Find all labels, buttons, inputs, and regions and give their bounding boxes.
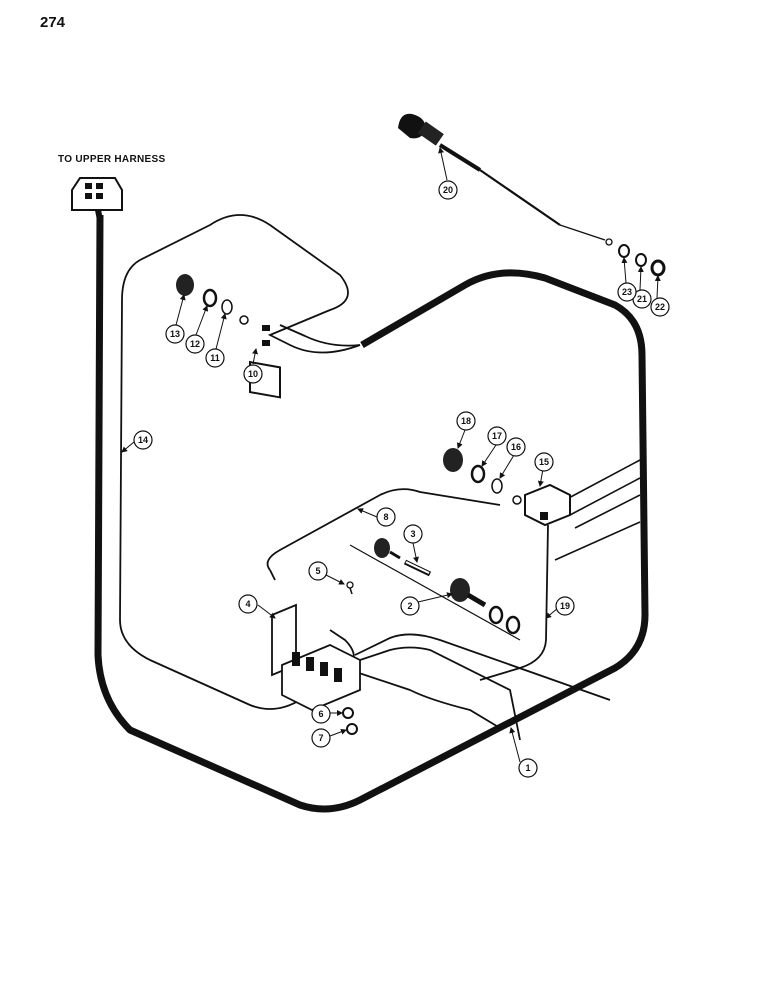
callout-10: 10: [248, 369, 258, 379]
callout-23: 23: [622, 287, 632, 297]
switch-15: [512, 483, 571, 527]
callout-16: 16: [511, 442, 521, 452]
callout-3: 3: [410, 529, 415, 539]
callout-21: 21: [637, 294, 647, 304]
fuse-holder-2: [374, 538, 521, 635]
callout-15: 15: [539, 457, 549, 467]
callout-bubbles: [133, 180, 670, 778]
callout-5: 5: [315, 566, 320, 576]
page-number: 274: [40, 14, 66, 31]
switch-harness-15: [554, 459, 641, 561]
callout-leaders: [121, 147, 661, 763]
callout-11: 11: [210, 353, 220, 363]
terminal-block: [271, 603, 361, 711]
nuts-6-7: [342, 707, 358, 735]
callout-19: 19: [560, 601, 570, 611]
callout-12: 12: [190, 339, 200, 349]
washers-21-23: [618, 244, 666, 277]
callout-2: 2: [407, 601, 412, 611]
wire-harness-14: [119, 214, 361, 710]
knob-18: [443, 448, 503, 494]
switch-10: [239, 315, 281, 399]
wire-8: [266, 488, 611, 701]
main-harness-cable: [94, 214, 649, 813]
callout-4: 4: [245, 599, 250, 609]
callout-18: 18: [461, 416, 471, 426]
screw-5: [346, 581, 354, 595]
callout-17: 17: [492, 431, 502, 441]
knob-13: [176, 274, 233, 315]
wire-19: [359, 524, 549, 741]
antenna-lever: [398, 113, 613, 246]
upper-harness-label: TO UPPER HARNESS: [58, 154, 166, 165]
callout-1: 1: [525, 763, 530, 773]
callout-22: 22: [655, 302, 665, 312]
callout-20: 20: [443, 185, 453, 195]
callout-6: 6: [318, 709, 323, 719]
callout-13: 13: [170, 329, 180, 339]
upper-harness-connector: [71, 177, 123, 221]
callout-8: 8: [383, 512, 388, 522]
callout-14: 14: [138, 435, 148, 445]
callout-7: 7: [318, 733, 323, 743]
